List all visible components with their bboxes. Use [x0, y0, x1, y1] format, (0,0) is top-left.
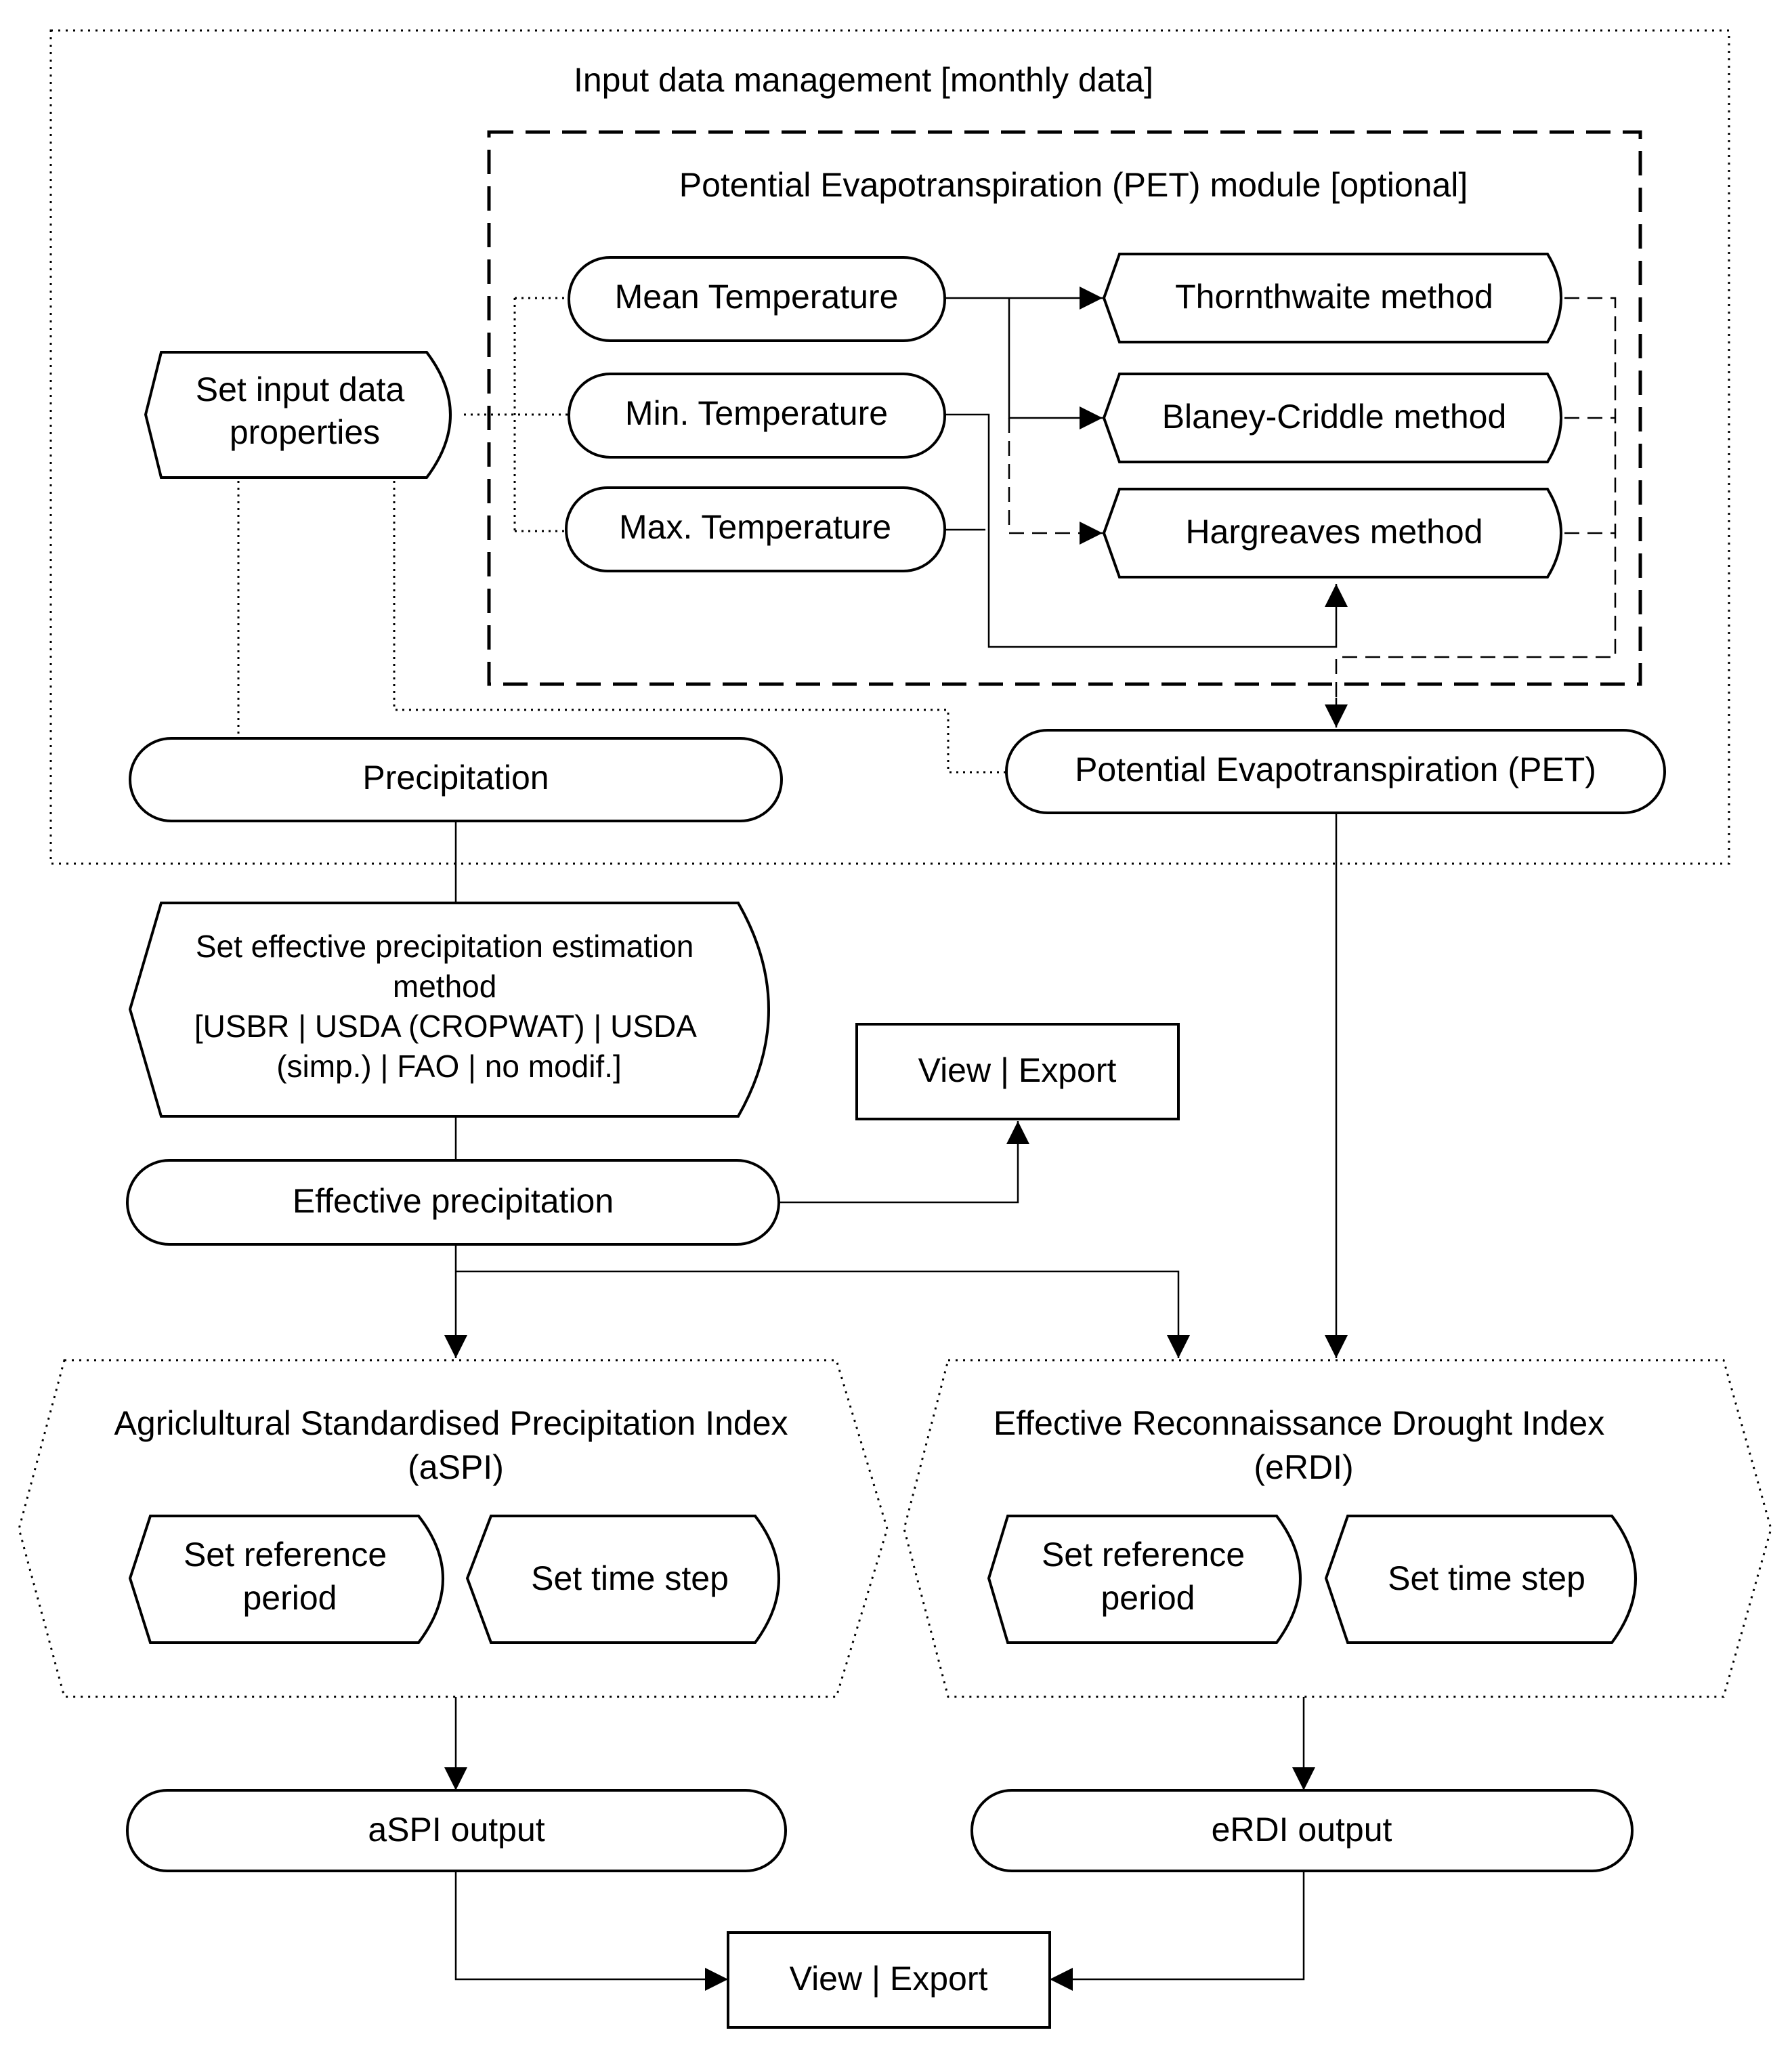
input-management-frame [49, 29, 1730, 865]
connector-erdi-output-to-view [1050, 1871, 1305, 1991]
precipitation-label: Precipitation [362, 759, 549, 797]
pet-node[interactable] [1005, 729, 1666, 814]
aspi-output-node[interactable] [126, 1789, 787, 1872]
connector-min-to-hargreaves [945, 413, 1348, 648]
erdi-group-title: Effective Reconnaissance Drought Index (… [994, 1404, 1614, 1486]
aspi-group-title: Agriclultural Standardised Precipitation… [114, 1404, 798, 1486]
erdi-output-node[interactable] [970, 1789, 1634, 1872]
input-management-title: Input data management [monthly data] [574, 61, 1153, 99]
aspi-set-time-step-label: Set time step [531, 1559, 729, 1597]
max-temperature-node[interactable] [565, 486, 946, 572]
thornthwaite-method-label: Thornthwaite method [1175, 278, 1493, 316]
set-input-properties-node[interactable] [144, 351, 452, 479]
view-export-bottom-label: View | Export [790, 1960, 988, 1998]
erdi-output-label: eRDI output [1212, 1811, 1392, 1849]
mean-temperature-node[interactable] [568, 256, 946, 342]
effective-method-node[interactable] [128, 902, 770, 1118]
view-export-bottom-node[interactable] [727, 1931, 1051, 2029]
blaney-criddle-method-node[interactable] [1102, 373, 1562, 463]
connector-effective-to-erdi [456, 1270, 1190, 1358]
aspi-set-reference-label: Set reference period [184, 1536, 396, 1617]
aspi-set-time-step-node[interactable] [465, 1515, 780, 1644]
connector-mean-to-blaney [1008, 298, 1103, 429]
erdi-set-reference-label: Set reference period [1042, 1536, 1254, 1617]
min-temperature-node[interactable] [568, 373, 946, 459]
min-temperature-label: Min. Temperature [625, 394, 888, 432]
mean-temperature-label: Mean Temperature [615, 278, 899, 316]
connector-methods-to-pet [1335, 297, 1617, 725]
erdi-set-time-step-node[interactable] [1324, 1515, 1637, 1644]
precipitation-node[interactable] [129, 737, 783, 822]
thornthwaite-method-node[interactable] [1102, 253, 1562, 343]
hargreaves-method-node[interactable] [1102, 488, 1562, 578]
max-temperature-label: Max. Temperature [619, 508, 891, 546]
aspi-set-reference-node[interactable] [128, 1515, 444, 1644]
connector-input-to-temps [464, 297, 569, 532]
pet-module-frame [487, 130, 1642, 686]
blaney-criddle-method-label: Blaney-Criddle method [1162, 398, 1507, 436]
effective-precipitation-label: Effective precipitation [293, 1182, 614, 1220]
connector-effective-to-view [779, 1121, 1029, 1204]
erdi-set-reference-node[interactable] [987, 1515, 1302, 1644]
pet-module-title: Potential Evapotranspiration (PET) modul… [679, 166, 1468, 204]
connector-mean-to-hargreaves [1008, 418, 1103, 545]
view-export-upper-node[interactable] [855, 1023, 1180, 1120]
set-input-properties-label: Set input data properties [196, 371, 414, 451]
hargreaves-method-label: Hargreaves method [1185, 513, 1482, 551]
view-export-upper-label: View | Export [918, 1051, 1117, 1089]
effective-precipitation-node[interactable] [126, 1159, 780, 1246]
erdi-group-frame [903, 1359, 1772, 1698]
connector-aspi-output-to-view [454, 1871, 728, 1991]
pet-label: Potential Evapotranspiration (PET) [1075, 751, 1596, 788]
effective-method-label: Set effective precipitation estimation m… [194, 929, 704, 1084]
aspi-output-label: aSPI output [368, 1811, 545, 1849]
erdi-set-time-step-label: Set time step [1388, 1559, 1585, 1597]
